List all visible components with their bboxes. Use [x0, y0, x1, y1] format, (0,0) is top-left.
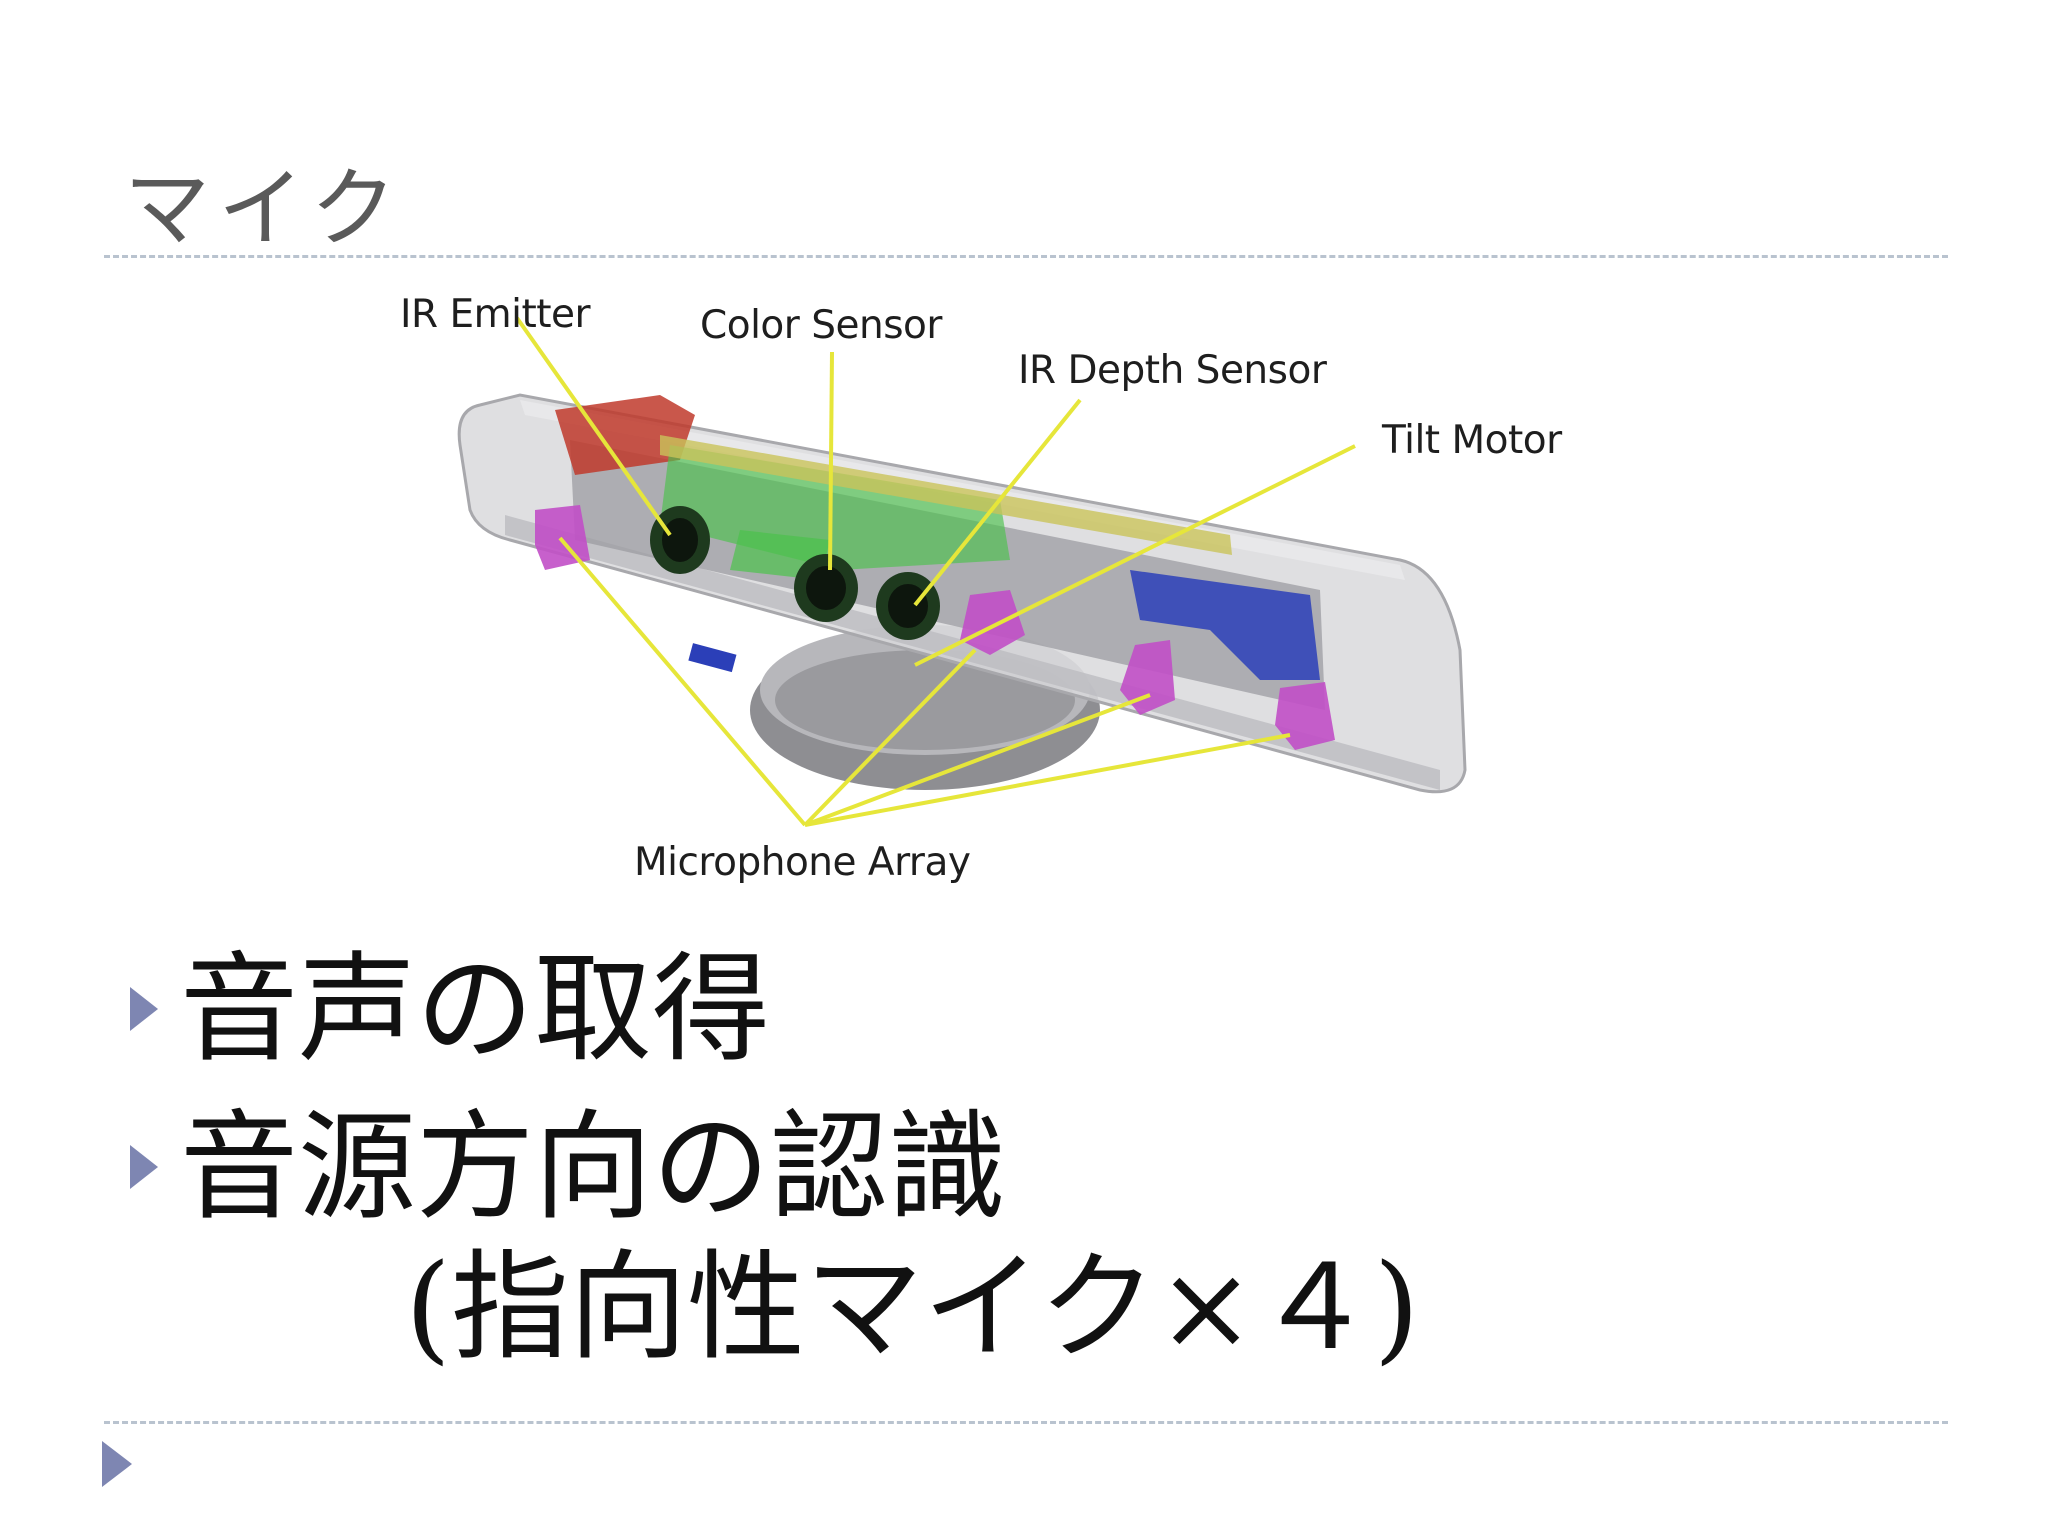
label-color-sensor: Color Sensor — [700, 303, 942, 348]
label-tilt-motor: Tilt Motor — [1382, 418, 1562, 463]
leader-ir-depth-sensor — [913, 398, 1082, 607]
leader-mic-1 — [558, 536, 807, 827]
corner-triangle-icon — [102, 1441, 132, 1487]
leader-mic-3 — [804, 693, 1151, 827]
kinect-diagram: IR Emitter Color Sensor IR Depth Sensor … — [360, 270, 1680, 910]
leader-lines — [515, 316, 1356, 827]
bullet-triangle-icon — [130, 1145, 158, 1189]
leader-mic-4 — [804, 733, 1291, 827]
sensor-lenses — [650, 506, 940, 640]
microphones — [535, 505, 1335, 750]
title-divider — [104, 255, 1948, 258]
bullet-subline: (指向性マイク×４) — [405, 1238, 1420, 1376]
leader-ir-emitter — [515, 316, 672, 537]
label-ir-emitter: IR Emitter — [400, 292, 591, 337]
leader-tilt-motor — [914, 444, 1356, 667]
bullet-text: 音源方向の認識 — [180, 1098, 1007, 1236]
motor-block — [688, 570, 1320, 680]
leader-mic-2 — [803, 648, 977, 827]
slide-title: マイク — [124, 159, 405, 259]
kinect-illustration — [457, 316, 1467, 827]
label-microphone-array: Microphone Array — [634, 840, 971, 885]
bullet-text: 音声の取得 — [180, 940, 771, 1078]
leader-color-sensor — [828, 351, 834, 571]
bullet-item: 音声の取得 — [130, 950, 770, 1068]
footer-divider — [104, 1421, 1948, 1424]
bullet-triangle-icon — [130, 987, 158, 1031]
label-ir-depth-sensor: IR Depth Sensor — [1018, 348, 1327, 393]
bullet-item: 音源方向の認識 — [130, 1108, 1006, 1226]
